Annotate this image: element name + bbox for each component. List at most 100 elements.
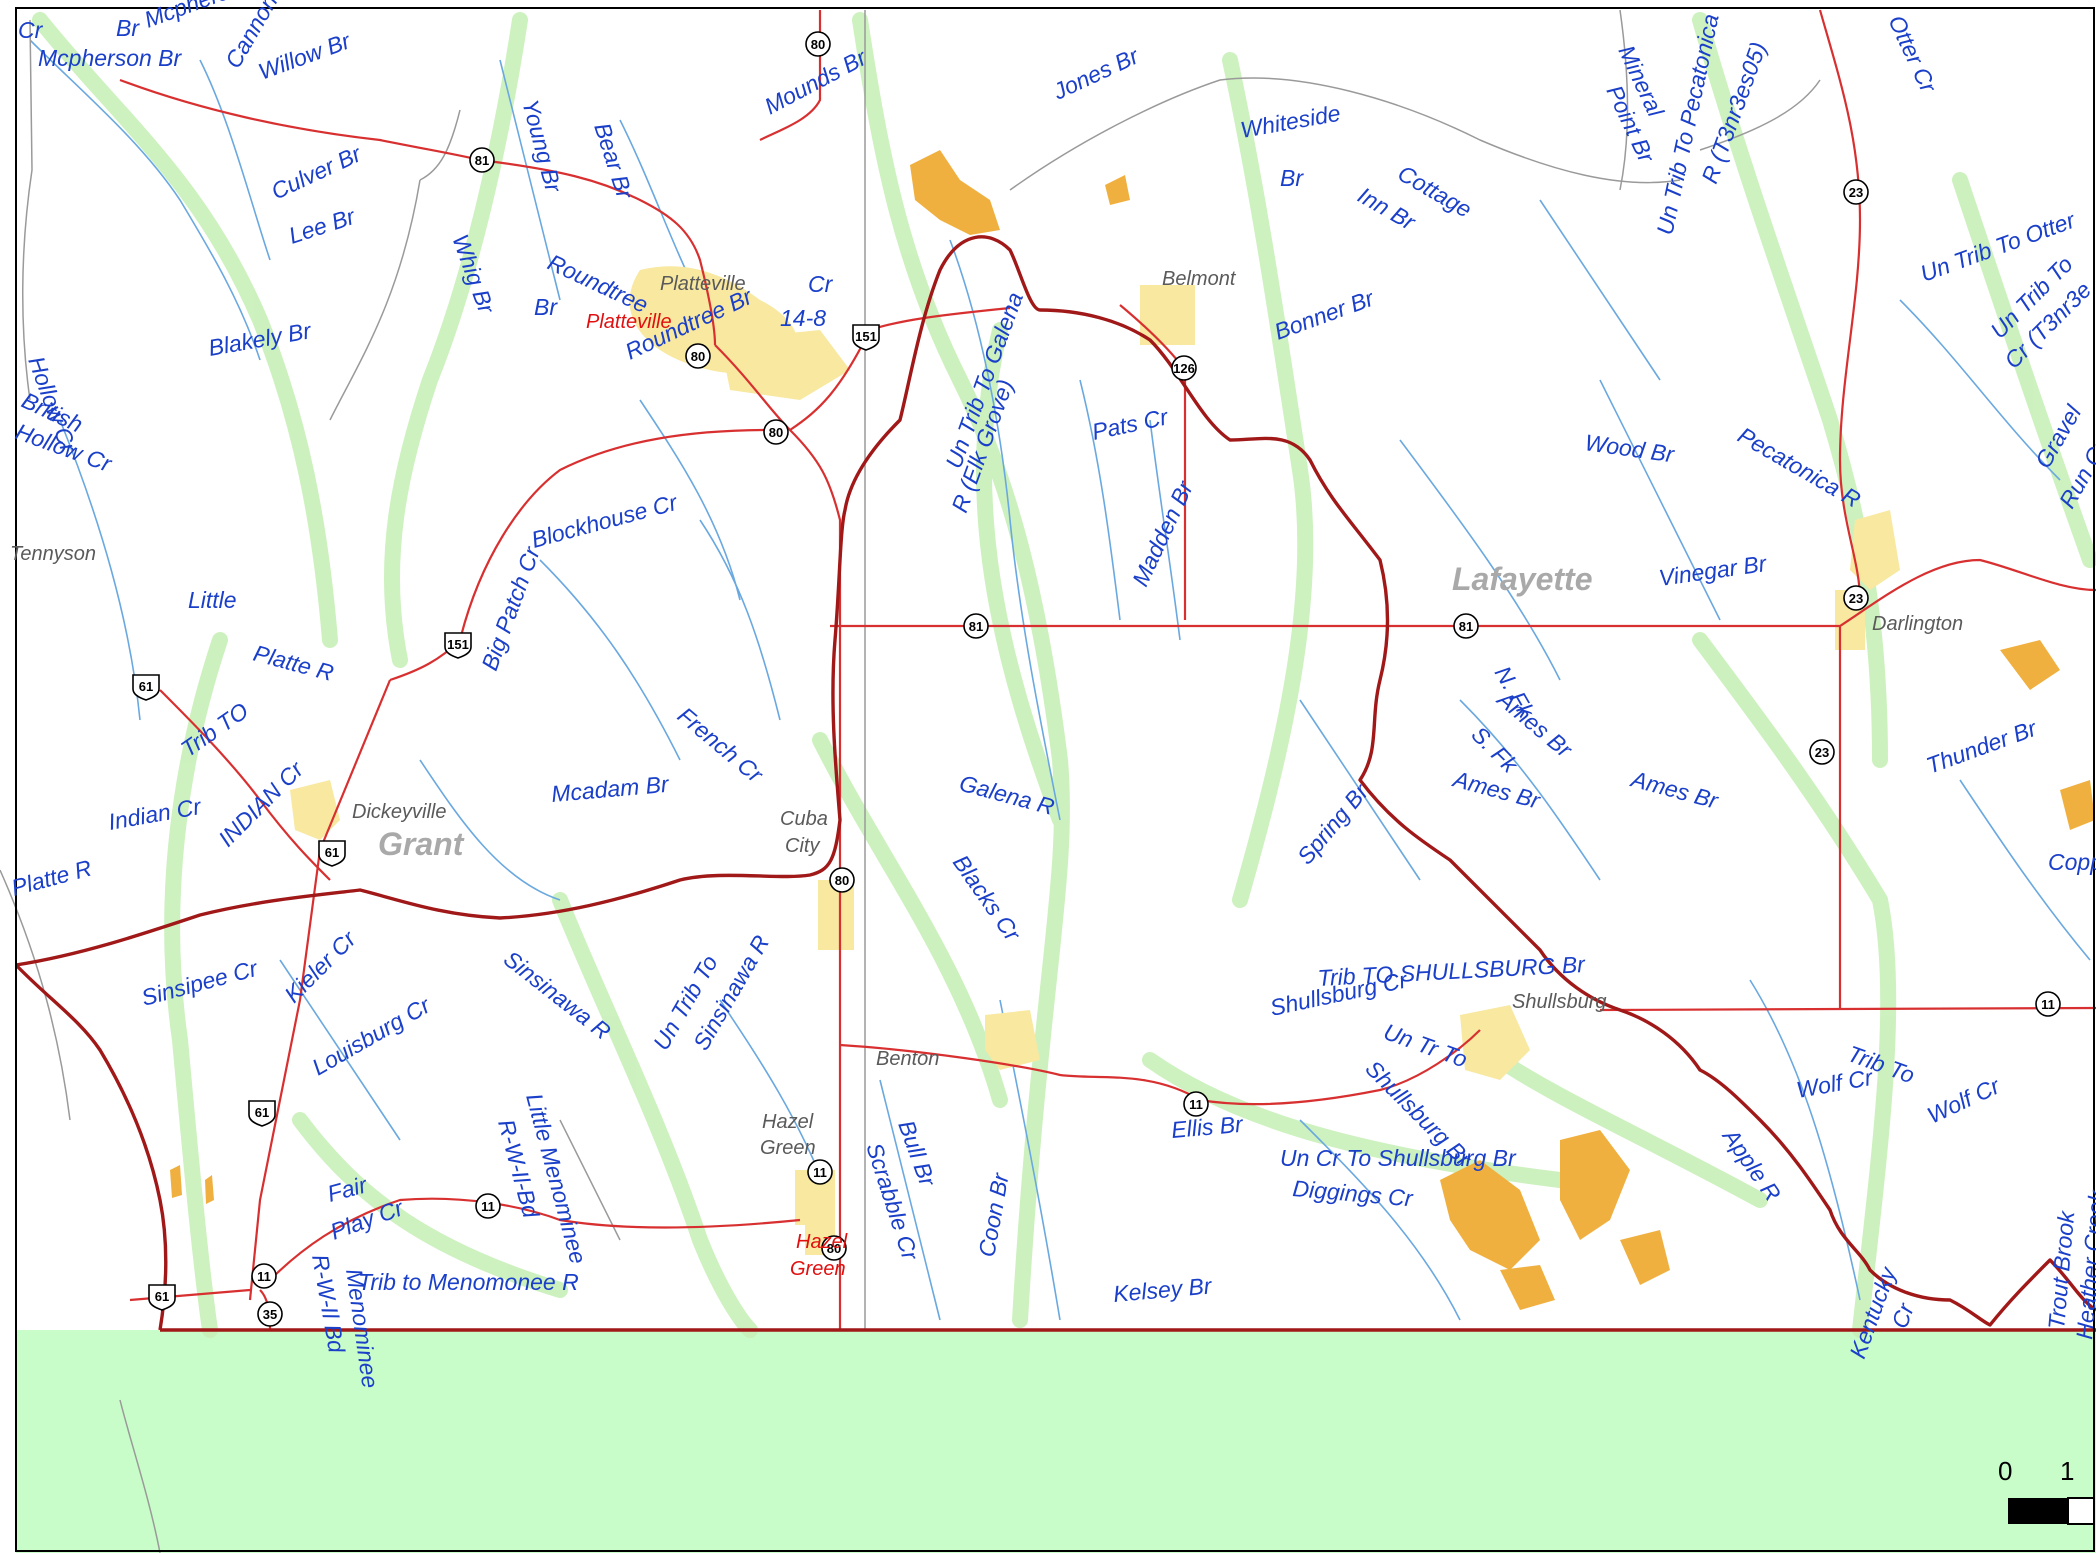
town-label-tennyson: Tennyson [10, 543, 96, 565]
state-route-shield: 81 [469, 147, 495, 173]
mining-areas [170, 150, 2095, 1310]
shield-number: 61 [325, 845, 339, 860]
shield-number: 11 [1189, 1097, 1203, 1112]
shield-shape [444, 632, 472, 659]
shield-shape [1183, 1091, 1209, 1117]
stream-label: Kieler Cr [279, 925, 362, 1008]
stream-label: Jones Br [1048, 42, 1143, 105]
state-route-shield: 11 [1183, 1091, 1209, 1117]
stream-label: Whiteside [1238, 100, 1342, 143]
state-route-shield: 11 [251, 1263, 277, 1289]
stream-label: Wood Br [1583, 429, 1677, 467]
shield-shape [318, 840, 346, 867]
state-route-shield: 80 [685, 343, 711, 369]
county-boundary [14, 235, 2096, 1332]
town-label-platteville: Platteville [660, 273, 746, 295]
stream-label: Un Tr To [1380, 1018, 1471, 1072]
stream-label: Un Trib To Pecatonica [1651, 12, 1723, 238]
stream-label: 14-8 [780, 305, 826, 331]
town-label-dickeyville: Dickeyville [352, 801, 446, 823]
us-route-shield: 61 [318, 840, 346, 867]
town-label-shullsburg: Shullsburg [1512, 991, 1607, 1013]
stream-label: Kelsey Br [1112, 1272, 1214, 1307]
us-route-shield: 151 [444, 632, 472, 659]
shield-shape [685, 343, 711, 369]
stream-label: Ames Br [1627, 765, 1722, 814]
stream-label: Lee Br [286, 203, 360, 249]
stream-label: Cr [808, 271, 834, 297]
town-label-benton: Benton [876, 1048, 939, 1070]
shield-number: 80 [827, 1241, 841, 1256]
stream-label: Platte R [9, 855, 95, 901]
stream-label: Mcpherson Br [38, 45, 183, 71]
state-route-shield: 23 [1843, 585, 1869, 611]
town-label-darlington: Darlington [1872, 613, 1963, 635]
road-network [119, 9, 2096, 1331]
shield-number: 11 [2041, 997, 2055, 1012]
outside-state-area [16, 1330, 2096, 1553]
state-route-shield: 80 [829, 867, 855, 893]
shield-shape [251, 1263, 277, 1289]
shield-shape [763, 419, 789, 445]
county-seat-label-platteville: Platteville [586, 311, 672, 333]
scale-bar-black [2008, 1498, 2068, 1524]
state-route-shield: 35 [257, 1301, 283, 1327]
county-label-grant: Grant [378, 826, 465, 862]
stream-label: Otter Cr [1883, 11, 1942, 97]
shield-number: 81 [969, 619, 983, 634]
shield-number: 80 [769, 425, 783, 440]
stream-label: Wolf Cr [1794, 1064, 1875, 1103]
shield-shape [1843, 585, 1869, 611]
stream-label: French Cr [673, 702, 769, 788]
state-route-shield: 23 [1809, 739, 1835, 765]
shield-shape [852, 324, 880, 351]
shield-number: 80 [691, 349, 705, 364]
shield-number: 11 [481, 1199, 495, 1214]
stream-label: Copper [2048, 849, 2096, 875]
shield-shape [963, 613, 989, 639]
county-label-lafayette: Lafayette [1452, 561, 1593, 597]
stream-label: Bull Br [893, 1117, 941, 1191]
stream-label: Br [534, 294, 558, 320]
shield-shape [805, 31, 831, 57]
shield-number: 35 [263, 1307, 277, 1322]
outside-state-edge [119, 1399, 161, 1553]
state-route-shield: 23 [1843, 179, 1869, 205]
scale-bar-white [2067, 1497, 2095, 1525]
shield-number: 23 [1849, 591, 1863, 606]
us-route-shield: 151 [852, 324, 880, 351]
stream-label: Bear Br [589, 120, 638, 203]
shield-shape [475, 1193, 501, 1219]
stream-label: Louisburg Cr [308, 991, 436, 1080]
shield-shape [469, 147, 495, 173]
shield-shape [132, 674, 160, 701]
town-label-cuba: Cuba [780, 808, 828, 830]
us-route-shield: 61 [148, 1284, 176, 1311]
state-route-shield: 126 [1171, 355, 1197, 381]
state-route-shield: 81 [1453, 613, 1479, 639]
shield-number: 80 [835, 873, 849, 888]
us-route-shield: 61 [248, 1100, 276, 1127]
shield-number: 80 [811, 37, 825, 52]
state-route-shield: 11 [475, 1193, 501, 1219]
state-route-shield: 11 [807, 1159, 833, 1185]
shield-number: 81 [475, 153, 489, 168]
shield-number: 11 [257, 1269, 271, 1284]
town-label-green: Green [760, 1137, 816, 1159]
town-label-belmont: Belmont [1162, 268, 1237, 290]
shield-shape [821, 1235, 847, 1261]
stream-label: Cr [18, 17, 44, 43]
shield-shape [148, 1284, 176, 1311]
stream-label: Big Patch Cr [476, 542, 545, 673]
county-seat-label-green: Green [790, 1258, 846, 1280]
shield-shape [1843, 179, 1869, 205]
stream-label: Coon Br [973, 1170, 1013, 1259]
shield-number: 23 [1849, 185, 1863, 200]
shield-number: 11 [813, 1165, 827, 1180]
state-route-shield: 80 [805, 31, 831, 57]
stream-label: Br [116, 15, 140, 41]
stream-label: Trib to Menomonee R [358, 1269, 579, 1295]
stream-label: Little [188, 587, 237, 613]
